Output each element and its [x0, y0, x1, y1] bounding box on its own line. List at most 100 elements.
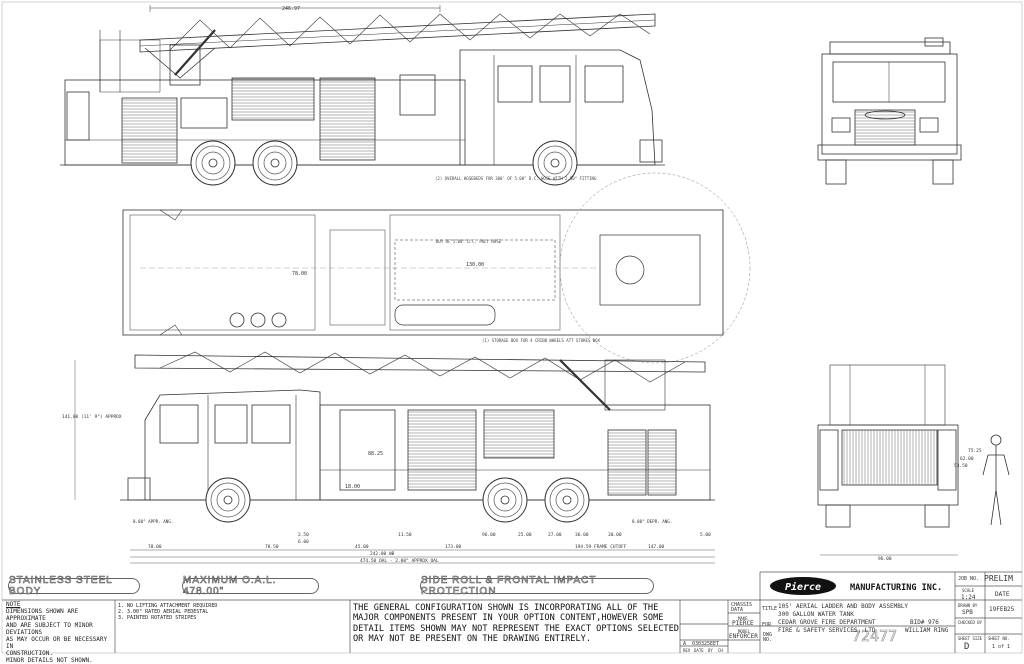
notes-line: AS MAY OCCUR OR BE NECESSARY IN [6, 636, 108, 650]
human-scale-figure [982, 434, 1010, 526]
sheet-size-value: D [964, 642, 970, 652]
rev-by: EET [710, 641, 720, 647]
dim-cab-a: 2.50 [298, 532, 309, 538]
notes-line: AND ARE SUBJECT TO MINOR DEVIATIONS [6, 622, 93, 636]
general-configuration-note: THE GENERAL CONFIGURATION SHOWN IS INCOR… [353, 603, 679, 645]
customer: CEDAR GROVE FIRE DEPARTMENT [778, 619, 876, 626]
legend-line: 2. 3.00" RATED AERIAL PEDESTAL [118, 609, 209, 615]
notes-line: CONSTRUCTION. [6, 650, 53, 657]
pierce-logo-text: Pierce [785, 581, 821, 593]
dim-rear-width: 96.00 [878, 556, 892, 562]
dim-body-low: 18.00 [345, 484, 360, 490]
chassis-label: CHASSIS DATA [731, 602, 753, 613]
dim-frame-cutoff: 194.59 FRAME CUTOFF [575, 544, 627, 550]
job-no-label: JOB NO. [958, 576, 980, 582]
scale-label: SCALE [962, 588, 975, 593]
rep-name: WILLIAM RING [905, 627, 949, 634]
pierce-logo [770, 577, 836, 595]
sheet-size-label: SHEET SIZE [958, 636, 983, 641]
notes-title: NOTE [6, 601, 21, 608]
note-hosebed: (2) OVERALL HOSEBEDS FOR 300' OF 5.00" D… [435, 176, 597, 181]
wheel-rear-b2 [544, 477, 590, 523]
dim-bottom-value: 173.00 [445, 544, 462, 550]
bid-value: 976 [928, 619, 939, 626]
wheel-front-b [205, 477, 251, 523]
dim-bottom-value: 78.00 [148, 544, 162, 550]
plan-hose-note: BUY OF 5.00" D.C. POLY HOSE [436, 239, 502, 244]
dim-bottom-value: 36.00 [575, 532, 589, 538]
dim-side-height: 141.00 (11' 9") APPROX [62, 414, 122, 420]
dim-wheelbase: 242.00 WB [370, 551, 395, 557]
wheel-rear-b1 [482, 477, 528, 523]
dim-rear-h1: 75.25 [968, 448, 982, 454]
bid-label: BID# [910, 619, 925, 626]
dim-plan-width: 78.00 [292, 271, 307, 277]
dim-plan-inner: 130.00 [466, 262, 484, 268]
make-label: MAKE [738, 616, 748, 621]
dim-bottom-value: 27.00 [548, 532, 562, 538]
label-side-roll: SIDE ROLL & FRONTAL IMPACT PROTECTION [420, 575, 654, 597]
rev-date: 030325 [692, 641, 711, 647]
dim-rear-h3: 53.50 [954, 463, 968, 469]
dim-overall: 474.50 OAL - 2.00" APPROX OAL [360, 558, 439, 564]
dim-cab-b: 6.00 [298, 539, 309, 545]
rev-header-ch: CH [718, 648, 723, 653]
model-value: ENFORCER [729, 633, 758, 640]
dim-bottom-value: 45.00 [355, 544, 369, 550]
job-no-value: PRELIM [984, 574, 1013, 583]
title-label: TITLE [762, 606, 778, 612]
dim-bottom-value: 96.00 [482, 532, 496, 538]
side-elevation-top [60, 5, 665, 166]
drawn-value: SPB [962, 609, 973, 616]
dim-rear-h2: 62.00 [960, 456, 974, 462]
dim-bottom-value: 11.50 [398, 532, 412, 538]
plan-storage-note: (1) STORAGE BOX FOR 4 CRIBB WHEELS ATT S… [482, 338, 601, 343]
notes-line: DIMENSIONS SHOWN ARE APPROXIMATE [6, 608, 79, 622]
dim-bottom-value: 5.00 [700, 532, 711, 538]
legend-line: 1. NO LIFTING ATTACHMENT REQUIRED [118, 603, 218, 609]
dwg-label: DWG NO. [763, 632, 773, 643]
company-name: MANUFACTURING INC. [850, 583, 942, 593]
checked-label: CHECKED BY [958, 620, 983, 625]
dim-bottom-value: 30.00 [608, 532, 622, 538]
drawn-label: DRAWN BY [958, 603, 978, 608]
wheel-rear-2 [252, 140, 298, 186]
scale-value: 1:24 [961, 594, 976, 601]
rev-header-by: BY [708, 648, 713, 653]
label-stainless-body: STAINLESS STEEL BODY [8, 575, 140, 597]
dim-body-height: 88.25 [368, 451, 383, 457]
legend-line: 3. PAINTED ROTATED STRIPES [118, 615, 197, 621]
plan-view [122, 172, 751, 364]
make-value: PIERCE [732, 620, 754, 627]
notes-legend: 1. NO LIFTING ATTACHMENT REQUIRED 2. 3.0… [118, 603, 238, 621]
notes-box: NOTE DIMENSIONS SHOWN ARE APPROXIMATE AN… [6, 601, 116, 664]
dim-top-overall: 246.97 [282, 6, 300, 12]
date-value: 19FEB25 [989, 606, 1015, 613]
dim-angle-front: 8.00° APPR. ANG. [133, 519, 173, 524]
front-view [817, 37, 962, 185]
rev-header-date: DATE [694, 648, 704, 653]
dim-bottom-value: 25.00 [518, 532, 532, 538]
model-label: MODEL [738, 629, 751, 634]
sheet-no-value: 1 of 1 [992, 644, 1011, 650]
dim-bottom-value: 78.50 [265, 544, 279, 550]
for-label: FOR [762, 622, 772, 628]
dim-angle-rear: 8.00° DEPR. ANG. [632, 519, 672, 524]
title-line-1: 105' AERIAL LADDER AND BODY ASSEMBLY [778, 603, 909, 610]
rear-view [817, 364, 959, 556]
rev-header-rev: REV [683, 648, 691, 653]
sheet-no-label: SHEET NO. [988, 636, 1010, 641]
side-elevation-bottom [74, 351, 715, 564]
dim-rear-overhang: 147.00 [648, 544, 665, 550]
dwg-number: 72477 [852, 627, 897, 645]
bottom-dimension-row: 78.00 78.50 45.00 11.50 173.00 96.00 25.00 27.0… [148, 532, 711, 550]
wheel-rear-1 [190, 140, 236, 186]
title-line-2: 300 GALLON WATER TANK [778, 611, 854, 618]
label-max-oal: MAXIMUM O.A.L. 478.00" [182, 575, 319, 597]
rev-letter: A [683, 641, 687, 647]
dealer: FIRE & SAFETY SERVICES, LTD [778, 627, 876, 634]
date-label: DATE [995, 591, 1010, 598]
